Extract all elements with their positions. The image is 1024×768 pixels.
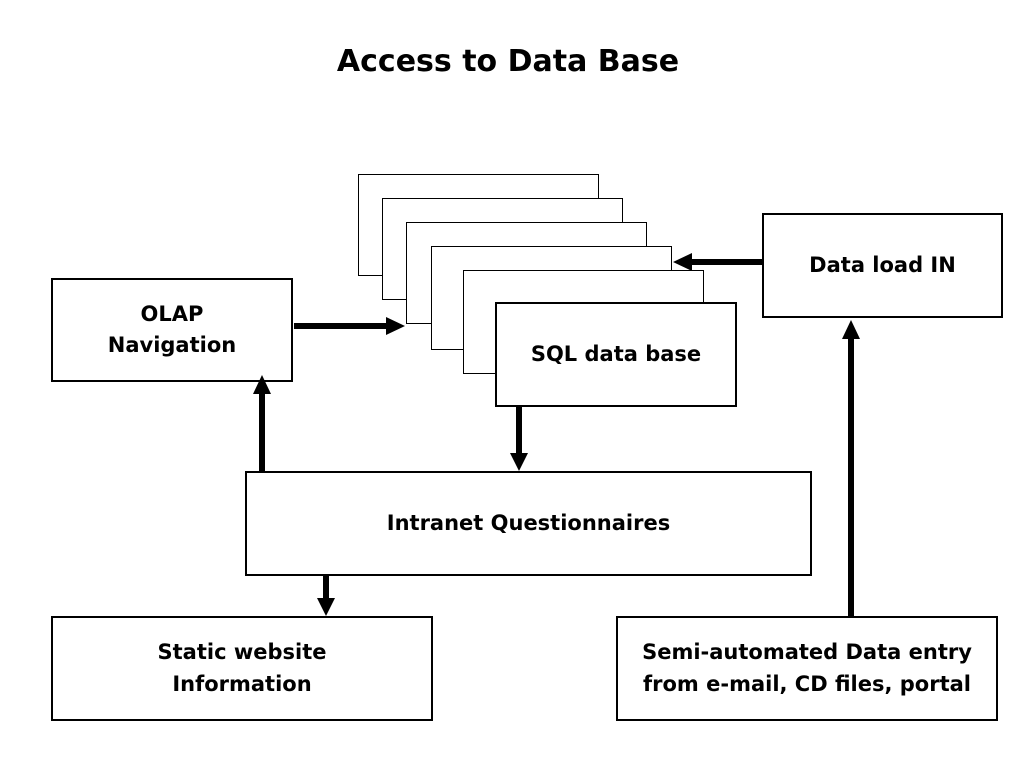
semi-automated-entry-node: Semi-automated Data entry from e-mail, C… xyxy=(616,616,998,721)
olap-label-line-2: Navigation xyxy=(107,333,237,357)
static-website-label-line-1: Static website xyxy=(157,640,327,664)
arrow-semiauto-to-dataload xyxy=(842,320,860,616)
semi-automated-label-line-1: Semi-automated Data entry xyxy=(642,640,972,664)
data-load-in-node: Data load IN xyxy=(762,213,1003,318)
intranet-label: Intranet Questionnaires xyxy=(386,510,671,535)
semi-automated-label-line-2: from e-mail, CD files, portal xyxy=(643,671,971,696)
intranet-questionnaires-node: Intranet Questionnaires xyxy=(245,471,812,576)
arrow-intranet-to-static-website xyxy=(317,576,335,616)
data-load-label: Data load IN xyxy=(809,252,956,277)
sql-database-node: SQL data base xyxy=(495,302,737,407)
sql-database-label: SQL data base xyxy=(530,341,702,366)
static-website-label-line-2: Information xyxy=(172,671,312,696)
diagram-title: Access to Data Base xyxy=(336,44,680,79)
arrow-dataload-to-database xyxy=(673,253,762,271)
olap-navigation-node: OLAP Navigation xyxy=(51,278,293,382)
arrow-olap-to-database xyxy=(294,317,405,335)
arrow-database-to-intranet xyxy=(510,407,528,471)
olap-label-line-1: OLAP xyxy=(140,301,204,326)
static-website-node: Static website Information xyxy=(51,616,433,721)
arrow-intranet-to-olap xyxy=(253,375,271,471)
